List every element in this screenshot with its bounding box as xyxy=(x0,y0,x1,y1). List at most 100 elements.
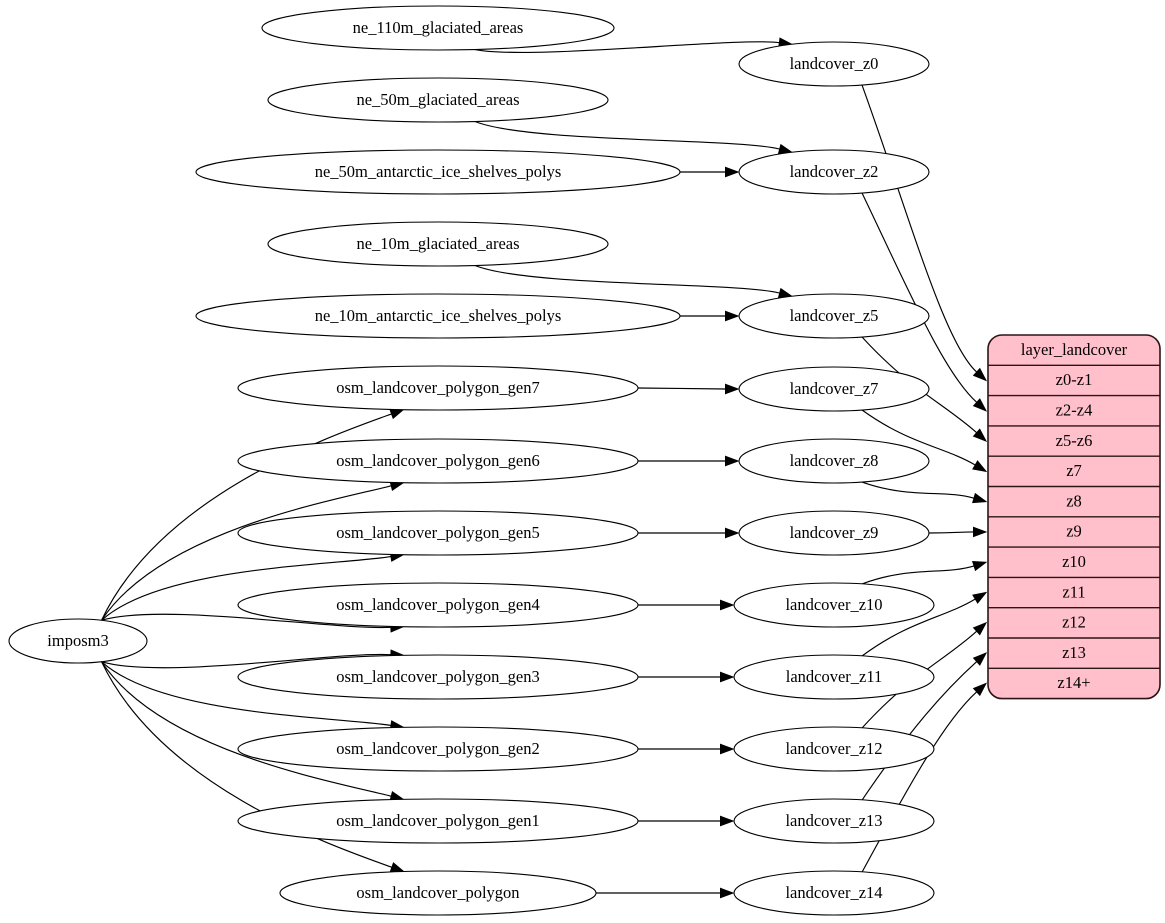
graph-node-imposm3[interactable]: imposm3 xyxy=(8,618,148,664)
graph-edge xyxy=(638,815,735,827)
table-row-z12[interactable] xyxy=(988,607,1160,638)
graph-edge xyxy=(638,599,735,611)
table-row-z5-z6[interactable] xyxy=(988,425,1160,457)
table-row-label: z13 xyxy=(1062,643,1086,662)
graph-node-landcover_z14[interactable]: landcover_z14 xyxy=(733,870,935,916)
graph-node-landcover_z13[interactable]: landcover_z13 xyxy=(733,798,935,844)
graph-node-landcover_z0[interactable]: landcover_z0 xyxy=(738,41,930,87)
graph-node-landcover_z12[interactable]: landcover_z12 xyxy=(733,726,935,772)
table-row-label: z8 xyxy=(1066,491,1082,510)
graph-edge xyxy=(861,591,988,657)
graph-edge xyxy=(861,409,988,473)
node-label: landcover_z7 xyxy=(790,379,879,398)
node-label: landcover_z5 xyxy=(790,306,879,325)
graph-edge xyxy=(637,743,735,755)
table-row-z2-z4[interactable] xyxy=(988,395,1160,426)
table-row-label: z0-z1 xyxy=(1056,370,1093,389)
node-label: osm_landcover_polygon_gen4 xyxy=(336,595,539,614)
graph-node-osm_landcover_polygon_gen2[interactable]: osm_landcover_polygon_gen2 xyxy=(237,726,639,772)
table-row-z8[interactable] xyxy=(988,486,1160,517)
graph-node-ne_10m_antarctic_ice_shelves_polys[interactable]: ne_10m_antarctic_ice_shelves_polys xyxy=(195,293,681,339)
node-label: osm_landcover_polygon_gen5 xyxy=(336,523,539,542)
graph-node-landcover_z7[interactable]: landcover_z7 xyxy=(738,366,930,412)
graph-edge xyxy=(679,166,740,178)
node-label: landcover_z9 xyxy=(790,523,879,542)
table-row-z7[interactable] xyxy=(988,456,1160,487)
node-label: landcover_z0 xyxy=(790,54,879,73)
node-label: landcover_z13 xyxy=(785,811,882,830)
graph-node-landcover_z11[interactable]: landcover_z11 xyxy=(733,654,935,700)
node-label: osm_landcover_polygon_gen7 xyxy=(336,378,539,397)
graph-node-ne_50m_antarctic_ice_shelves_polys[interactable]: ne_50m_antarctic_ice_shelves_polys xyxy=(195,149,681,195)
graph-node-osm_landcover_polygon_gen6[interactable]: osm_landcover_polygon_gen6 xyxy=(237,438,639,484)
graph-node-osm_landcover_polygon_gen4[interactable]: osm_landcover_polygon_gen4 xyxy=(237,582,639,628)
table-row-label: z5-z6 xyxy=(1056,431,1093,450)
node-label: landcover_z8 xyxy=(790,451,879,470)
node-label: ne_10m_antarctic_ice_shelves_polys xyxy=(315,306,562,325)
table-row-z14+[interactable] xyxy=(988,668,1160,699)
graph-node-landcover_z8[interactable]: landcover_z8 xyxy=(738,438,930,484)
table-row-label: z14+ xyxy=(1057,673,1090,692)
node-label: landcover_z10 xyxy=(785,595,882,614)
graph-edge xyxy=(861,652,988,801)
node-label: osm_landcover_polygon xyxy=(356,883,519,902)
table-row-label: z9 xyxy=(1066,522,1082,541)
graph-node-landcover_z10[interactable]: landcover_z10 xyxy=(733,582,935,628)
table-header-label: layer_landcover xyxy=(1021,340,1128,359)
graph-edge xyxy=(638,527,740,539)
table-body: layer_landcover z0-z1 z2-z4 z5-z6 z7 z8 z9 z10 z… xyxy=(988,335,1160,699)
graph-node-ne_50m_glaciated_areas[interactable]: ne_50m_glaciated_areas xyxy=(267,77,609,123)
graph-edge xyxy=(474,264,794,299)
graph-edge xyxy=(679,310,740,322)
graph-node-landcover_z9[interactable]: landcover_z9 xyxy=(738,510,930,556)
graph-edge xyxy=(861,560,988,585)
graph-edge xyxy=(861,192,988,412)
node-label: landcover_z14 xyxy=(785,883,882,902)
node-label: osm_landcover_polygon_gen1 xyxy=(336,811,539,830)
table-layer-landcover: layer_landcover z0-z1 z2-z4 z5-z6 z7 z8 z9 z10 z… xyxy=(987,334,1161,700)
edges-layer xyxy=(100,37,988,899)
graph-edge xyxy=(861,682,988,873)
table-row-label: z12 xyxy=(1062,613,1086,632)
graph-node-osm_landcover_polygon[interactable]: osm_landcover_polygon xyxy=(279,870,597,916)
graph-edge xyxy=(638,455,740,467)
graph-edge xyxy=(595,887,735,899)
table-row-z11[interactable] xyxy=(988,577,1160,608)
graph-node-osm_landcover_polygon_gen1[interactable]: osm_landcover_polygon_gen1 xyxy=(237,798,639,844)
graph-node-landcover_z5[interactable]: landcover_z5 xyxy=(738,293,930,339)
graph-edge xyxy=(861,84,988,382)
node-label: osm_landcover_polygon_gen2 xyxy=(336,739,539,758)
graph-edge xyxy=(474,120,794,155)
table-row-label: z2-z4 xyxy=(1056,401,1093,420)
graph-edge xyxy=(861,481,988,504)
node-label: ne_50m_antarctic_ice_shelves_polys xyxy=(315,162,562,181)
graph-node-ne_10m_glaciated_areas[interactable]: ne_10m_glaciated_areas xyxy=(267,221,609,267)
graph-node-osm_landcover_polygon_gen3[interactable]: osm_landcover_polygon_gen3 xyxy=(237,654,639,700)
table-header-cell xyxy=(988,335,1160,366)
node-label: landcover_z11 xyxy=(786,667,883,686)
table-row-z9[interactable] xyxy=(988,516,1160,548)
nodes-layer: ne_110m_glaciated_areas ne_50m_glaciated_… xyxy=(8,5,935,916)
graph-node-osm_landcover_polygon_gen7[interactable]: osm_landcover_polygon_gen7 xyxy=(237,365,639,411)
graph-edge xyxy=(928,526,988,538)
table-row-label: z10 xyxy=(1062,552,1086,571)
node-label: osm_landcover_polygon_gen3 xyxy=(336,667,539,686)
graph-node-osm_landcover_polygon_gen5[interactable]: osm_landcover_polygon_gen5 xyxy=(237,510,639,556)
graph-edge xyxy=(637,383,740,395)
table-row-z0-z1[interactable] xyxy=(988,365,1160,396)
graph-edge xyxy=(638,671,735,683)
graph-node-landcover_z2[interactable]: landcover_z2 xyxy=(738,149,930,195)
table-outline xyxy=(987,334,1161,700)
graph-node-ne_110m_glaciated_areas[interactable]: ne_110m_glaciated_areas xyxy=(261,5,615,51)
node-label: ne_50m_glaciated_areas xyxy=(356,90,519,109)
node-label: ne_110m_glaciated_areas xyxy=(353,18,524,37)
table-row-label: z7 xyxy=(1066,461,1082,480)
table-row-z10[interactable] xyxy=(988,547,1160,578)
table-row-z13[interactable] xyxy=(988,638,1160,669)
node-label: landcover_z12 xyxy=(785,739,882,758)
node-label: osm_landcover_polygon_gen6 xyxy=(336,451,539,470)
node-label: imposm3 xyxy=(47,631,108,650)
table-row-label: z11 xyxy=(1062,582,1085,601)
node-label: landcover_z2 xyxy=(790,162,879,181)
